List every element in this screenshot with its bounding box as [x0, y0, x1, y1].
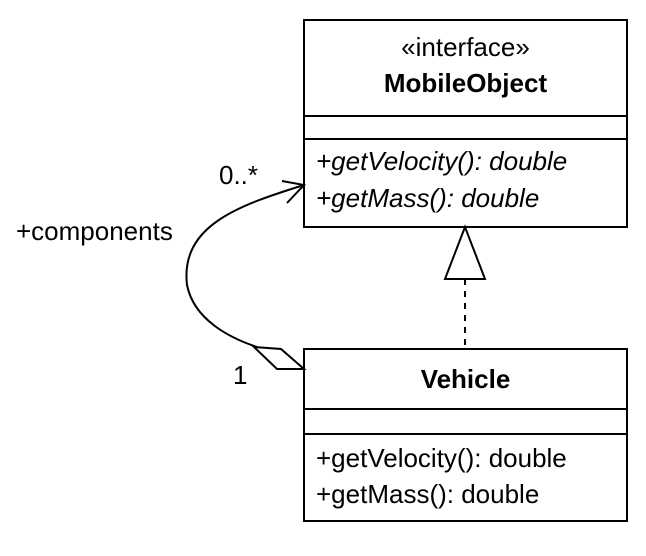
realization-triangle-icon — [443, 224, 487, 280]
interface-operation-getmass: +getMass(): double — [316, 183, 539, 213]
interface-operation-getvelocity: +getVelocity(): double — [316, 146, 567, 176]
interface-box — [303, 19, 628, 228]
aggregation-relationship: 0..* +components 1 — [16, 160, 307, 390]
aggregation-role-label: +components — [16, 216, 173, 246]
aggregation-arrowhead-icon — [281, 180, 306, 204]
interface-stereotype: «interface» — [401, 32, 530, 62]
class-operation-getvelocity: +getVelocity(): double — [316, 443, 567, 473]
class-name: Vehicle — [421, 364, 511, 394]
interface-mobileobject: «interface» MobileObject +getVelocity():… — [303, 19, 628, 228]
realization-relationship — [443, 224, 487, 349]
aggregation-diamond-icon — [251, 345, 307, 370]
class-vehicle: Vehicle +getVelocity(): double +getMass(… — [303, 348, 628, 522]
interface-name: MobileObject — [384, 68, 548, 98]
aggregation-target-multiplicity: 0..* — [219, 160, 258, 190]
class-operation-getmass: +getMass(): double — [316, 479, 539, 509]
aggregation-curve — [185, 184, 305, 348]
aggregation-source-multiplicity: 1 — [233, 360, 247, 390]
